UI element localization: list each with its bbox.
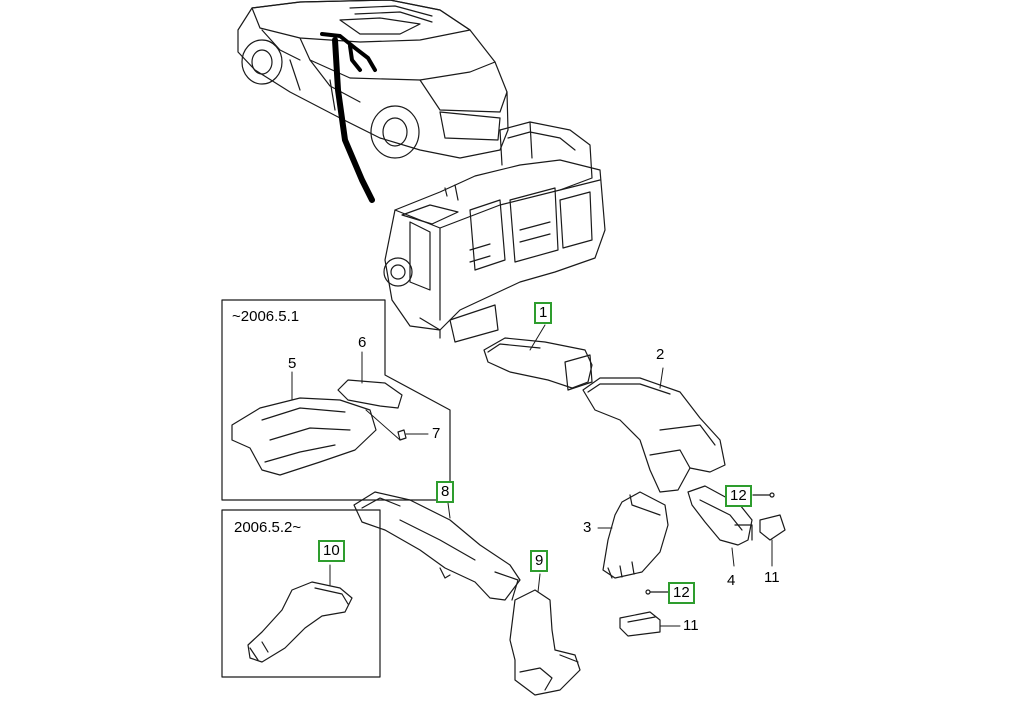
callout-8[interactable]: 8 — [436, 481, 455, 503]
callout-11-upper[interactable]: 11 — [764, 569, 780, 586]
callout-2[interactable]: 2 — [656, 346, 665, 363]
callout-1[interactable]: 1 — [534, 302, 553, 324]
part-11-clip-upper — [759, 514, 786, 567]
part-12-screw-upper — [752, 492, 775, 498]
callout-9[interactable]: 9 — [530, 550, 549, 572]
callout-3[interactable]: 3 — [583, 519, 592, 536]
callout-12-lower[interactable]: 12 — [668, 582, 695, 604]
part-10-duct — [247, 564, 353, 663]
callout-11-lower[interactable]: 11 — [683, 617, 699, 634]
callout-6[interactable]: 6 — [358, 334, 367, 351]
part-9-duct — [509, 573, 581, 696]
part-4-vent — [687, 485, 753, 567]
wiring-harness — [320, 32, 377, 203]
part-7-clip — [365, 409, 429, 441]
callout-10[interactable]: 10 — [318, 540, 345, 562]
part-3-vent — [597, 491, 669, 579]
part-1-duct — [483, 324, 593, 391]
part-6-duct — [337, 351, 403, 409]
callout-5[interactable]: 5 — [288, 355, 297, 372]
vehicle-illustration — [237, 0, 509, 159]
inset-early-label: ~2006.5.1 — [232, 308, 300, 325]
part-8-duct — [353, 491, 521, 601]
inset-late-frame — [221, 509, 381, 678]
callout-4[interactable]: 4 — [727, 572, 736, 589]
callout-12-upper[interactable]: 12 — [725, 485, 752, 507]
inset-early-frame — [221, 299, 451, 501]
part-2-duct — [582, 367, 726, 493]
inset-late-label: 2006.5.2~ — [234, 519, 302, 536]
hvac-unit — [383, 121, 606, 343]
callout-7[interactable]: 7 — [432, 425, 441, 442]
part-11-clip-lower — [619, 611, 681, 637]
part-12-screw-lower — [645, 589, 669, 595]
part-5-duct — [231, 371, 377, 476]
